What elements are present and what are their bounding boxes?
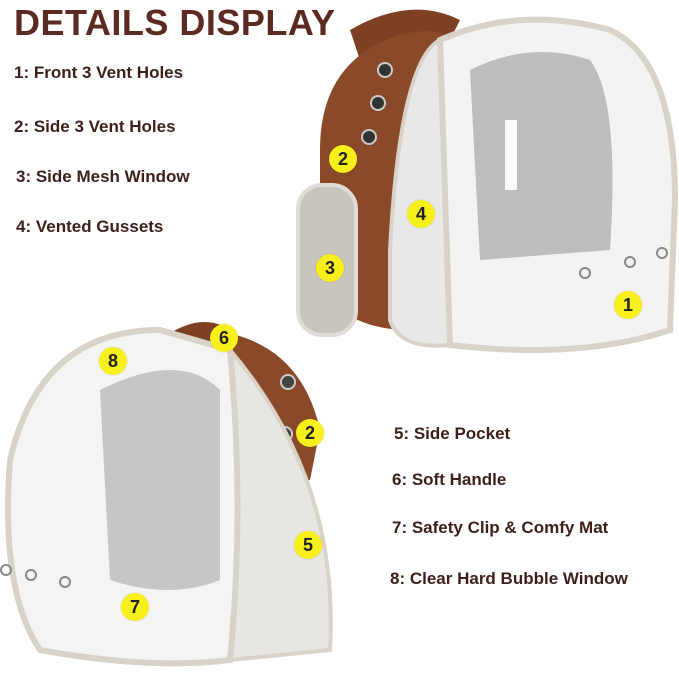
badge-2-bottom: 2 <box>296 419 324 447</box>
feature-label-6: 6: Soft Handle <box>392 470 507 489</box>
badge-8: 8 <box>99 347 127 375</box>
badge-4: 4 <box>407 200 435 228</box>
badge-7: 7 <box>121 593 149 621</box>
feature-label-3: 3: Side Mesh Window <box>16 167 190 186</box>
pet-carrier-backpack-bottom-image <box>0 322 333 667</box>
badge-6: 6 <box>210 324 238 352</box>
page-title: DETAILS DISPLAY <box>14 2 336 43</box>
feature-label-4: 4: Vented Gussets <box>16 217 164 236</box>
feature-label-2: 2: Side 3 Vent Holes <box>14 117 176 136</box>
badge-3: 3 <box>316 254 344 282</box>
feature-label-8: 8: Clear Hard Bubble Window <box>390 569 628 588</box>
feature-label-7: 7: Safety Clip & Comfy Mat <box>392 518 609 537</box>
badge-2-top: 2 <box>329 145 357 173</box>
feature-label-1: 1: Front 3 Vent Holes <box>14 63 184 82</box>
badge-1: 1 <box>614 291 642 319</box>
feature-label-5: 5: Side Pocket <box>394 424 511 443</box>
badge-5: 5 <box>294 531 322 559</box>
